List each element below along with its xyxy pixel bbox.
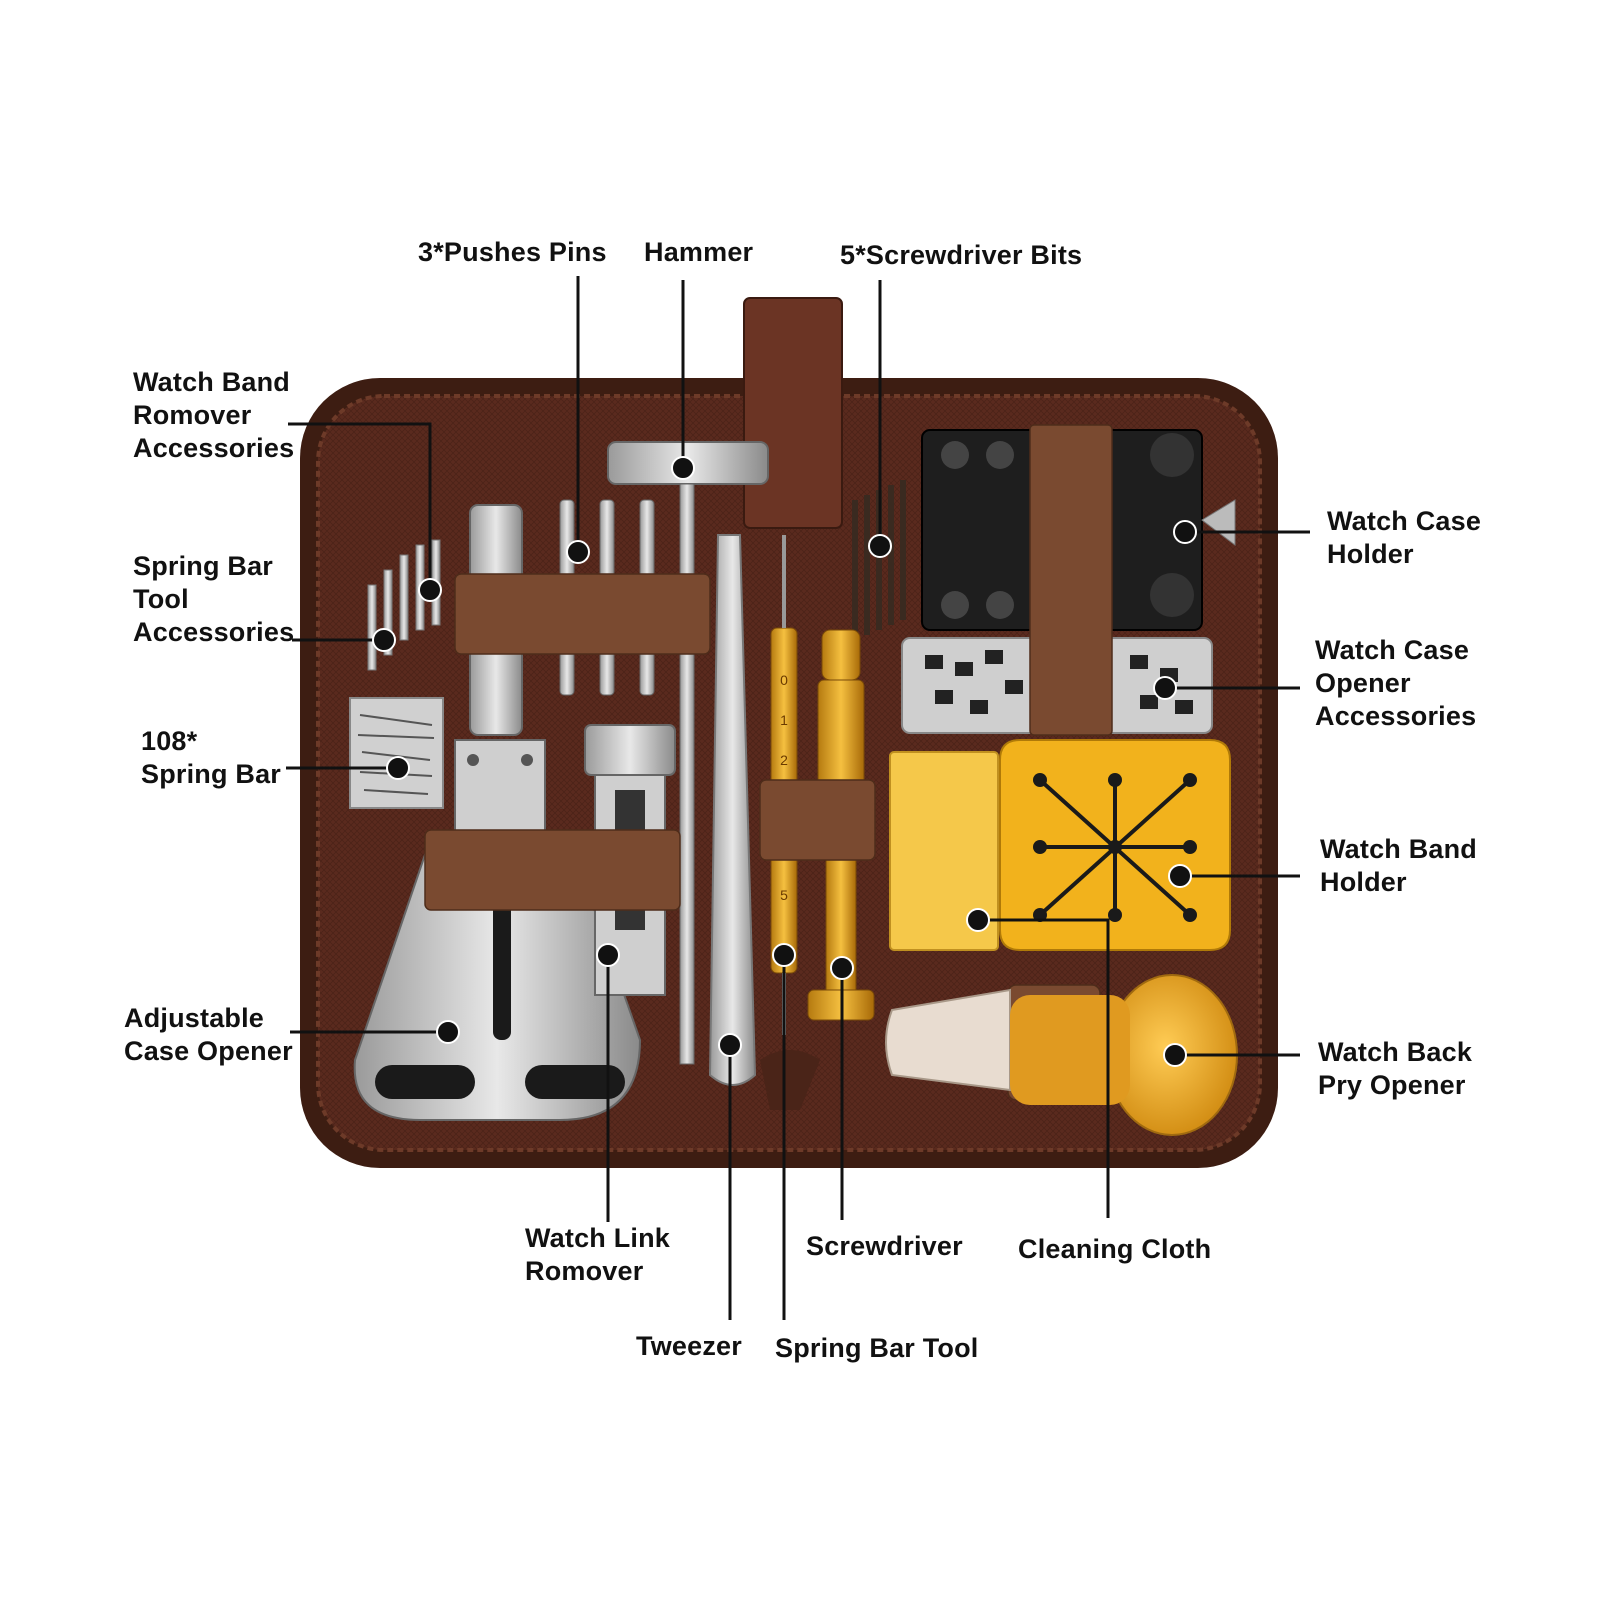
watch-back-pry-opener <box>885 974 1238 1136</box>
label-screwdriver: Screwdriver <box>806 1231 963 1261</box>
screwdriver-bits <box>852 480 906 640</box>
tool-marking-1: 1 <box>780 712 788 728</box>
label-line: Accessories <box>133 433 295 463</box>
label-line: Tool <box>133 584 189 614</box>
label-adjustable-case-opener: Adjustable Case Opener <box>124 1002 293 1068</box>
label-line: Adjustable <box>124 1003 265 1033</box>
label-watch-case-holder: Watch Case Holder <box>1327 505 1481 571</box>
tweezer <box>708 534 757 1086</box>
spring-bar-packet <box>349 697 444 809</box>
label-case-opener-accessories: Watch Case Opener Accessories <box>1315 634 1476 733</box>
label-pushes-pins: 3*Pushes Pins <box>418 237 607 267</box>
label-line: Accessories <box>1315 701 1477 731</box>
label-line: Watch Band <box>1320 834 1477 864</box>
label-line: Watch Band <box>133 367 290 397</box>
label-line: Accessories <box>133 617 295 647</box>
tool-marking-5: 5 <box>780 887 788 903</box>
label-spring-bar-tool: Spring Bar Tool <box>775 1333 979 1363</box>
label-line: Holder <box>1320 867 1407 897</box>
label-tweezer: Tweezer <box>636 1331 742 1361</box>
label-spring-bar-tool-accessories: Spring Bar Tool Accessories <box>133 550 294 649</box>
label-line: Watch Case <box>1327 506 1482 536</box>
leader-lines <box>286 276 1310 1320</box>
label-watch-band-holder: Watch Band Holder <box>1320 833 1477 899</box>
label-line: Case Opener <box>124 1036 293 1066</box>
label-spring-bar: 108* Spring Bar <box>141 725 281 791</box>
tool-marking-2: 2 <box>780 752 788 768</box>
label-line: Pry Opener <box>1318 1070 1466 1100</box>
label-line: 108* <box>141 726 198 756</box>
label-line: Spring Bar <box>133 551 274 581</box>
label-watch-back-pry-opener: Watch Back Pry Opener <box>1318 1036 1472 1102</box>
label-band-remover-accessories: Watch Band Romover Accessories <box>133 366 294 465</box>
label-line: Spring Bar <box>141 759 282 789</box>
label-line: Holder <box>1327 539 1414 569</box>
label-line: Romover <box>525 1256 644 1286</box>
label-line: Watch Link <box>525 1223 671 1253</box>
label-hammer: Hammer <box>644 237 754 267</box>
label-watch-link-remover: Watch Link Romover <box>525 1222 670 1288</box>
label-line: Romover <box>133 400 252 430</box>
label-line: Watch Case <box>1315 635 1470 665</box>
label-line: Opener <box>1315 668 1411 698</box>
cleaning-cloth <box>889 751 999 951</box>
tool-marking-0: 0 <box>780 672 788 688</box>
label-screwdriver-bits: 5*Screwdriver Bits <box>840 240 1083 270</box>
label-line: Watch Back <box>1318 1037 1473 1067</box>
label-cleaning-cloth: Cleaning Cloth <box>1018 1234 1212 1264</box>
marker-dots <box>372 456 1197 1067</box>
watch-band-holder <box>999 739 1231 951</box>
